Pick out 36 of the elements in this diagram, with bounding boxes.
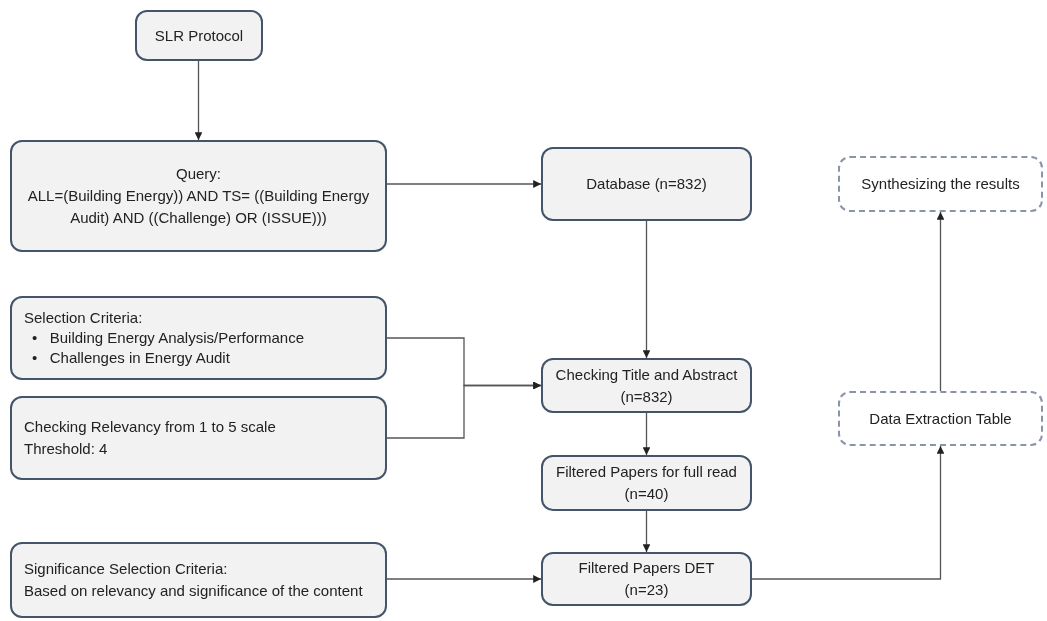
arrow bbox=[386, 575, 542, 583]
box-text: Filtered Papers DET (n=23) bbox=[577, 558, 716, 600]
dashed-process-box bbox=[838, 391, 1043, 446]
arrow bbox=[751, 445, 945, 580]
box-text: SLR Protocol bbox=[154, 25, 244, 46]
dashed-process-box bbox=[838, 156, 1043, 212]
arrow bbox=[642, 412, 651, 456]
arrow bbox=[642, 510, 651, 553]
box-text: Checking Title and Abstract (n=832) bbox=[555, 364, 738, 407]
process-box bbox=[541, 455, 752, 511]
arrow bbox=[936, 211, 945, 392]
process-box bbox=[541, 552, 752, 606]
process-box bbox=[541, 147, 752, 221]
process-box bbox=[10, 296, 387, 380]
process-box bbox=[10, 140, 387, 252]
box-text: ALL=(Building Energy)) AND TS= ((Building Energy Audit) AND ((Challenge) OR (ISSUE))) bbox=[26, 186, 371, 228]
box-text: Threshold: 4 bbox=[24, 439, 108, 459]
process-box bbox=[10, 542, 387, 618]
process-box bbox=[541, 358, 752, 413]
bullet-item: • Challenges in Energy Audit bbox=[32, 348, 231, 368]
box-text: Data Extraction Table bbox=[869, 408, 1012, 429]
box-text: Filtered Papers for full read (n=40) bbox=[555, 462, 738, 504]
box-heading: Selection Criteria: bbox=[24, 308, 143, 328]
arrow bbox=[386, 381, 542, 439]
box-text: Synthesizing the results bbox=[861, 174, 1020, 194]
box-text: Significance Selection Criteria: bbox=[24, 559, 228, 579]
box-text: Query: bbox=[176, 164, 221, 184]
box-text: Checking Relevancy from 1 to 5 scale bbox=[24, 417, 276, 437]
arrow bbox=[386, 180, 542, 188]
process-box bbox=[135, 10, 263, 61]
box-text: Based on relevancy and significance of the content bbox=[24, 581, 363, 601]
process-box bbox=[10, 396, 387, 480]
arrow bbox=[642, 220, 651, 359]
arrow bbox=[194, 60, 203, 141]
box-text: Database (n=832) bbox=[586, 174, 707, 194]
bullet-item: • Building Energy Analysis/Performance bbox=[32, 328, 305, 348]
